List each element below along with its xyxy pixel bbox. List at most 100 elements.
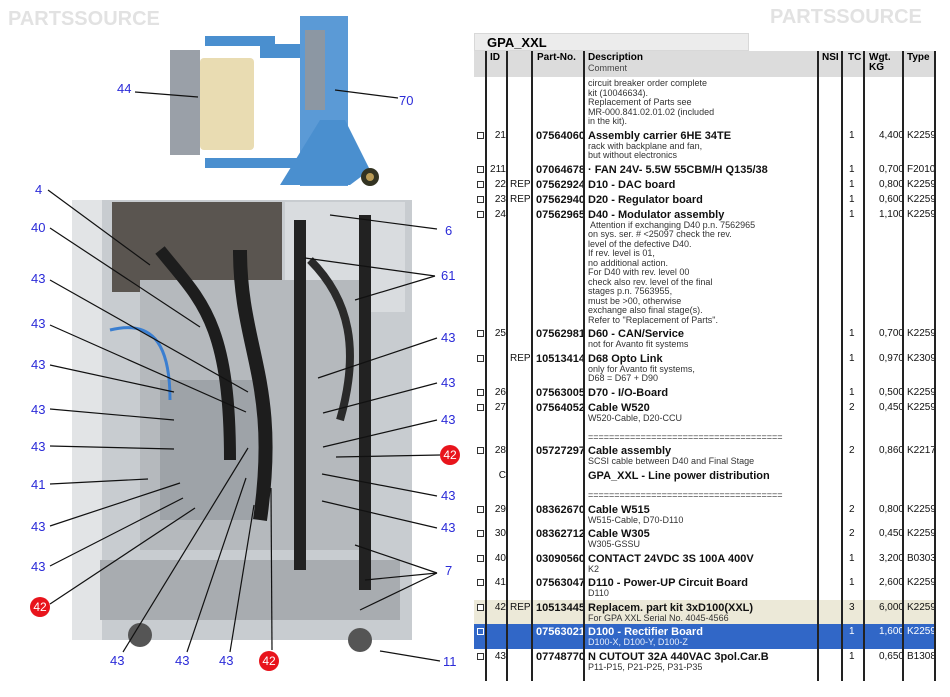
row-part-no: 07563021 (536, 626, 585, 638)
row-weight: 0,800 (878, 503, 904, 515)
row-part-no: 07564052 (536, 401, 585, 414)
row-tc: 2 (849, 503, 855, 515)
row-checkbox[interactable] (477, 131, 484, 139)
comment-text: W515-Cable, D70-D110 (588, 514, 684, 525)
row-checkbox[interactable] (477, 652, 484, 660)
row-part-no: 07064678 (536, 163, 585, 176)
col-id[interactable]: ID (490, 52, 500, 63)
row-id: 24 (494, 208, 506, 220)
row-tc: 1 (849, 577, 855, 588)
callout-43: 43 (31, 519, 46, 534)
description-text: Assembly carrier 6HE 34TE (588, 129, 732, 142)
col-weight[interactable]: Wgt.KG (869, 52, 891, 73)
row-tc: 1 (849, 163, 855, 175)
col-nsi[interactable]: NSI (822, 52, 839, 63)
table-row[interactable]: circuit breaker order complete kit (1004… (474, 77, 935, 128)
callout-43: 43 (31, 316, 46, 331)
row-type: K2259 (907, 401, 935, 413)
row-part-no: 07563047 (536, 577, 585, 589)
row-description: circuit breaker order complete kit (1004… (588, 78, 818, 127)
row-checkbox[interactable] (477, 554, 484, 562)
row-checkbox[interactable] (477, 330, 484, 337)
row-checkbox[interactable] (477, 628, 484, 635)
row-id: 42 (494, 601, 506, 613)
row-checkbox[interactable] (477, 403, 484, 411)
callout-42: 42 (30, 597, 50, 617)
row-description: D10 - DAC board (588, 179, 818, 191)
row-checkbox[interactable] (477, 505, 484, 513)
row-type: K2259 (907, 577, 935, 588)
transformer-stand-image (170, 16, 379, 186)
row-checkbox[interactable] (477, 210, 484, 218)
row-checkbox[interactable] (477, 579, 484, 586)
row-type: B0303 (907, 552, 935, 564)
callout-41: 41 (31, 477, 46, 492)
row-weight: 0,450 (878, 401, 904, 413)
callout-43: 43 (31, 402, 46, 417)
row-checkbox[interactable] (477, 530, 484, 537)
row-part-no: 08362712 (536, 528, 585, 540)
row-description: Replacem. part kit 3xD100(XXL)For GPA XX… (588, 602, 818, 624)
row-rep-flag: REP (510, 193, 531, 205)
row-weight: 0,700 (878, 163, 904, 175)
callout-43: 43 (441, 375, 456, 390)
callout-43: 43 (110, 653, 125, 668)
comment-text: D110 (588, 588, 609, 598)
row-part-no: 08362670 (536, 503, 585, 516)
col-type[interactable]: Type (907, 52, 930, 63)
description-text: Replacem. part kit 3xD100(XXL) (588, 601, 754, 614)
row-weight: 0,500 (878, 386, 904, 398)
comment-text: only for Avanto fit systems, D68 = D67 +… (588, 363, 695, 383)
col-part-no[interactable]: Part-No. (537, 52, 576, 63)
row-weight: 3,200 (878, 552, 904, 564)
description-text: D20 - Regulator board (588, 193, 703, 206)
description-text: Cable W520 (588, 401, 650, 414)
row-weight: 0,600 (878, 193, 904, 205)
callout-6: 6 (445, 223, 453, 238)
row-rep-flag: REP (510, 178, 531, 190)
row-rep-flag: REP (510, 352, 531, 364)
row-checkbox[interactable] (477, 195, 484, 203)
row-type: K2259 (907, 328, 935, 339)
row-part-no: 07748770 (536, 650, 585, 663)
row-checkbox[interactable] (477, 388, 484, 396)
col-tc[interactable]: TC (848, 52, 862, 63)
row-checkbox[interactable] (477, 447, 484, 454)
comment-text: ===================================== (588, 490, 783, 500)
comment-text: D100-X, D100-Y, D100-Z (588, 637, 688, 647)
row-checkbox[interactable] (477, 165, 484, 173)
description-text: D100 - Rectifier Board (588, 626, 703, 638)
row-checkbox[interactable] (477, 354, 484, 362)
row-checkbox[interactable] (477, 180, 484, 188)
parts-diagram: 44 70 4 40 6 61 43 43 43 43 43 41 43 43 … (0, 0, 475, 692)
callout-11: 11 (443, 654, 457, 669)
description-text: D60 - CAN/Service (588, 328, 684, 340)
description-text: D70 - I/O-Board (588, 386, 669, 399)
row-checkbox[interactable] (477, 603, 484, 611)
row-part-no: 10513445 (536, 601, 585, 614)
parts-table-body: circuit breaker order complete kit (1004… (474, 77, 935, 681)
